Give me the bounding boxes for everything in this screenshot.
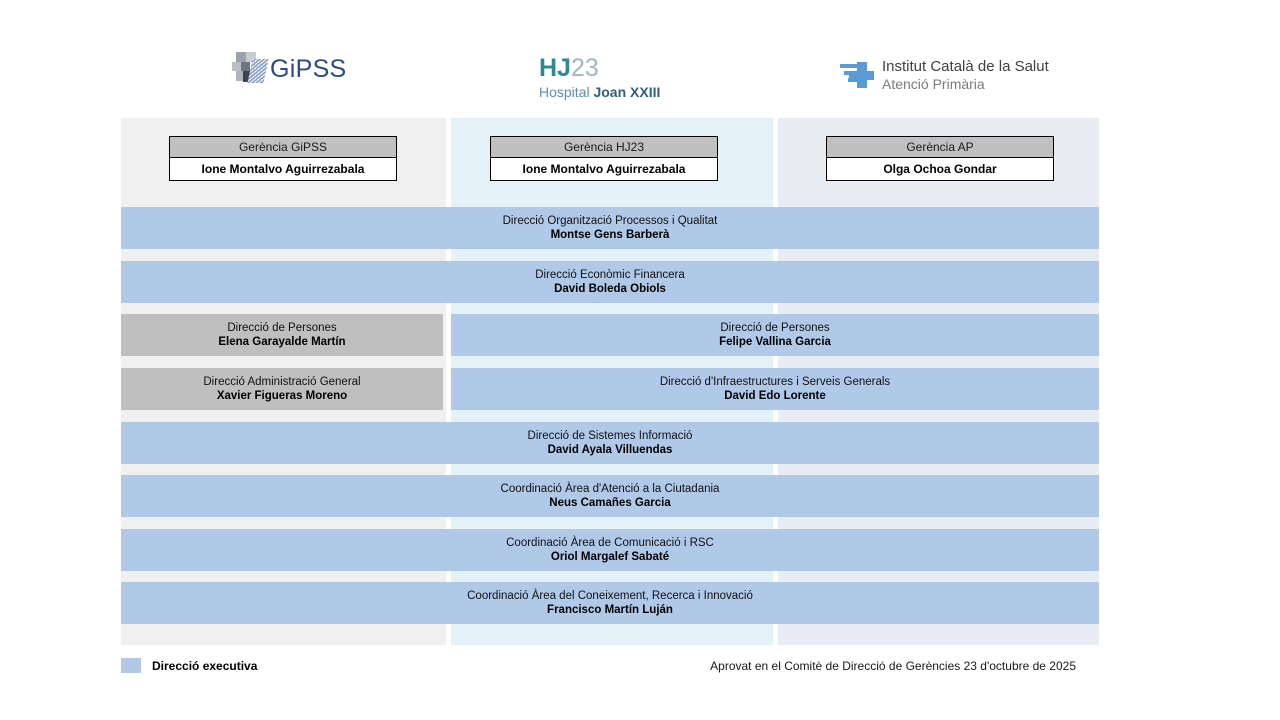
org-row-name: David Boleda Obiols <box>554 283 666 295</box>
org-row-name: Xavier Figueras Moreno <box>216 390 348 402</box>
gipss-pixel-mark-icon <box>232 52 269 86</box>
org-row-full[interactable]: Direcció Econòmic Financera David Boleda… <box>121 261 1099 303</box>
gerencia-box-gipss[interactable]: Gerència GiPSS Ione Montalvo Aguirrezaba… <box>169 136 397 181</box>
hj23-abbrev-light: 23 <box>570 54 599 82</box>
org-row-gray-left[interactable]: Direcció de Persones Elena Garayalde Mar… <box>121 314 443 356</box>
org-row-name: Neus Camañes Garcia <box>549 497 671 509</box>
hj23-subtitle: Hospital Joan XXIII <box>539 85 660 100</box>
footer: Direcció executiva Aprovat en el Comitè … <box>0 650 1280 690</box>
org-row-title: Coordinació Àrea del Coneixement, Recerc… <box>467 590 753 602</box>
org-row-right-span[interactable]: Direcció de Persones Felipe Vallina Garc… <box>451 314 1099 356</box>
org-row-name: Elena Garayalde Martín <box>218 336 346 348</box>
org-row-full[interactable]: Coordinació Àrea del Coneixement, Recerc… <box>121 582 1099 624</box>
gerencia-box-ap[interactable]: Gerència AP Olga Ochoa Gondar <box>826 136 1054 181</box>
gerencia-name-hj23: Ione Montalvo Aguirrezabala <box>522 162 686 176</box>
org-row-name: Oriol Margalef Sabaté <box>550 551 670 563</box>
org-row-title: Direcció Administració General <box>203 376 361 388</box>
org-row-full[interactable]: Direcció Organització Processos i Qualit… <box>121 207 1099 249</box>
logo-strip: GiPSS HJ23 Hospital Joan XXIII Institut … <box>0 0 1280 118</box>
gerencia-box-hj23[interactable]: Gerència HJ23 Ione Montalvo Aguirrezabal… <box>490 136 718 181</box>
gerencia-title-hj23: Gerència HJ23 <box>491 137 717 158</box>
org-row-right-span[interactable]: Direcció d'Infraestructures i Serveis Ge… <box>451 368 1099 410</box>
org-row-name: Felipe Vallina Garcia <box>719 336 831 348</box>
logo-ics: Institut Català de la Salut Atenció Prim… <box>840 58 1049 92</box>
ics-title: Institut Català de la Salut <box>882 58 1049 75</box>
gerencia-name-ap: Olga Ochoa Gondar <box>883 162 997 176</box>
org-row-name: Francisco Martín Luján <box>547 604 673 616</box>
org-row-name: David Ayala Villuendas <box>547 444 673 456</box>
org-row-title: Direcció de Sistemes Informació <box>527 430 693 442</box>
org-row-title: Direcció Econòmic Financera <box>535 269 685 281</box>
ics-subtitle: Atenció Primària <box>882 75 985 92</box>
org-row-full[interactable]: Coordinació Àrea de Comunicació i RSC Or… <box>121 529 1099 571</box>
org-row-title: Direcció de Persones <box>227 322 337 334</box>
org-row-full[interactable]: Direcció de Sistemes Informació David Ay… <box>121 422 1099 464</box>
gerencia-title-ap: Gerència AP <box>827 137 1053 158</box>
gerencia-name-gipss: Ione Montalvo Aguirrezabala <box>201 162 365 176</box>
org-row-title: Direcció de Persones <box>720 322 830 334</box>
logo-hj23: HJ23 Hospital Joan XXIII <box>539 55 660 100</box>
org-row-title: Direcció Organització Processos i Qualit… <box>502 215 718 227</box>
gipss-wordmark: GiPSS <box>270 54 347 83</box>
org-row-gray-left[interactable]: Direcció Administració General Xavier Fi… <box>121 368 443 410</box>
hj23-subtitle-light: Hospital <box>539 84 594 101</box>
hj23-abbrev: HJ23 <box>539 55 660 81</box>
org-row-name: Montse Gens Barberà <box>550 229 670 241</box>
org-row-title: Coordinació Àrea d'Atenció a la Ciutadan… <box>500 483 720 495</box>
org-row-name: David Edo Lorente <box>724 390 826 402</box>
legend-label-executive: Direcció executiva <box>152 658 258 673</box>
ics-cross-icon <box>840 60 874 90</box>
org-row-title: Coordinació Àrea de Comunicació i RSC <box>506 537 714 549</box>
gerencia-title-gipss: Gerència GiPSS <box>170 137 396 158</box>
legend: Direcció executiva <box>121 658 257 673</box>
hj23-subtitle-bold: Joan XXIII <box>593 84 661 101</box>
org-row-title: Direcció d'Infraestructures i Serveis Ge… <box>659 376 891 388</box>
logo-gipss: GiPSS <box>232 52 347 86</box>
org-row-full[interactable]: Coordinació Àrea d'Atenció a la Ciutadan… <box>121 475 1099 517</box>
hj23-abbrev-bold: HJ <box>539 54 571 82</box>
org-chart: Gerència GiPSS Ione Montalvo Aguirrezaba… <box>121 118 1099 645</box>
legend-swatch-executive <box>121 658 141 673</box>
approval-note: Aprovat en el Comitè de Direcció de Gerè… <box>710 659 1076 673</box>
